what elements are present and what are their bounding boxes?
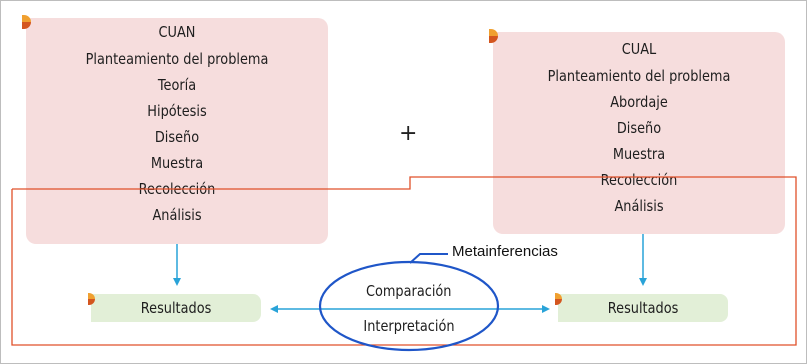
interpretacion-text: Interpretación: [319, 317, 499, 335]
cual-marker-icon: [489, 29, 498, 43]
integration-region-outline: [11, 176, 797, 346]
cuan-item: Diseño: [154, 128, 200, 146]
comparacion-text: Comparación: [319, 282, 499, 300]
cuan-card: CUAN Planteamiento del problema Teoría H…: [22, 15, 328, 244]
cual-item: Abordaje: [610, 93, 668, 111]
cuan-item: Planteamiento del problema: [85, 50, 269, 68]
cuan-item: Teoría: [157, 76, 197, 94]
cuan-item: Hipótesis: [147, 102, 207, 120]
cual-item: Análisis: [614, 197, 664, 215]
cual-item: Planteamiento del problema: [547, 67, 731, 85]
cual-item: Recolección: [600, 171, 678, 189]
metainferencias-leader: [409, 253, 448, 264]
metainference-ellipse: [318, 260, 500, 352]
cual-title: CUAL: [621, 40, 657, 58]
results-left-box: Resultados: [88, 293, 261, 322]
results-right-label: Resultados: [607, 299, 679, 317]
cuan-title: CUAN: [158, 23, 196, 41]
cual-card: CUAL Planteamiento del problema Abordaje…: [489, 29, 785, 234]
interpretacion-label: Interpretación: [363, 317, 455, 335]
results-left-marker-icon: [88, 293, 95, 305]
cual-item: Muestra: [612, 145, 666, 163]
results-right-box: Resultados: [555, 293, 728, 322]
comparacion-label: Comparación: [366, 282, 452, 300]
cual-item: Diseño: [616, 119, 662, 137]
results-right-marker-icon: [555, 293, 562, 305]
cuan-item: Muestra: [150, 154, 204, 172]
results-left-label: Resultados: [140, 299, 212, 317]
cuan-marker-icon: [22, 15, 31, 29]
cuan-item: Análisis: [152, 206, 202, 224]
plus-sign: +: [399, 121, 418, 146]
metainferencias-label: Metainferencias: [452, 243, 558, 260]
